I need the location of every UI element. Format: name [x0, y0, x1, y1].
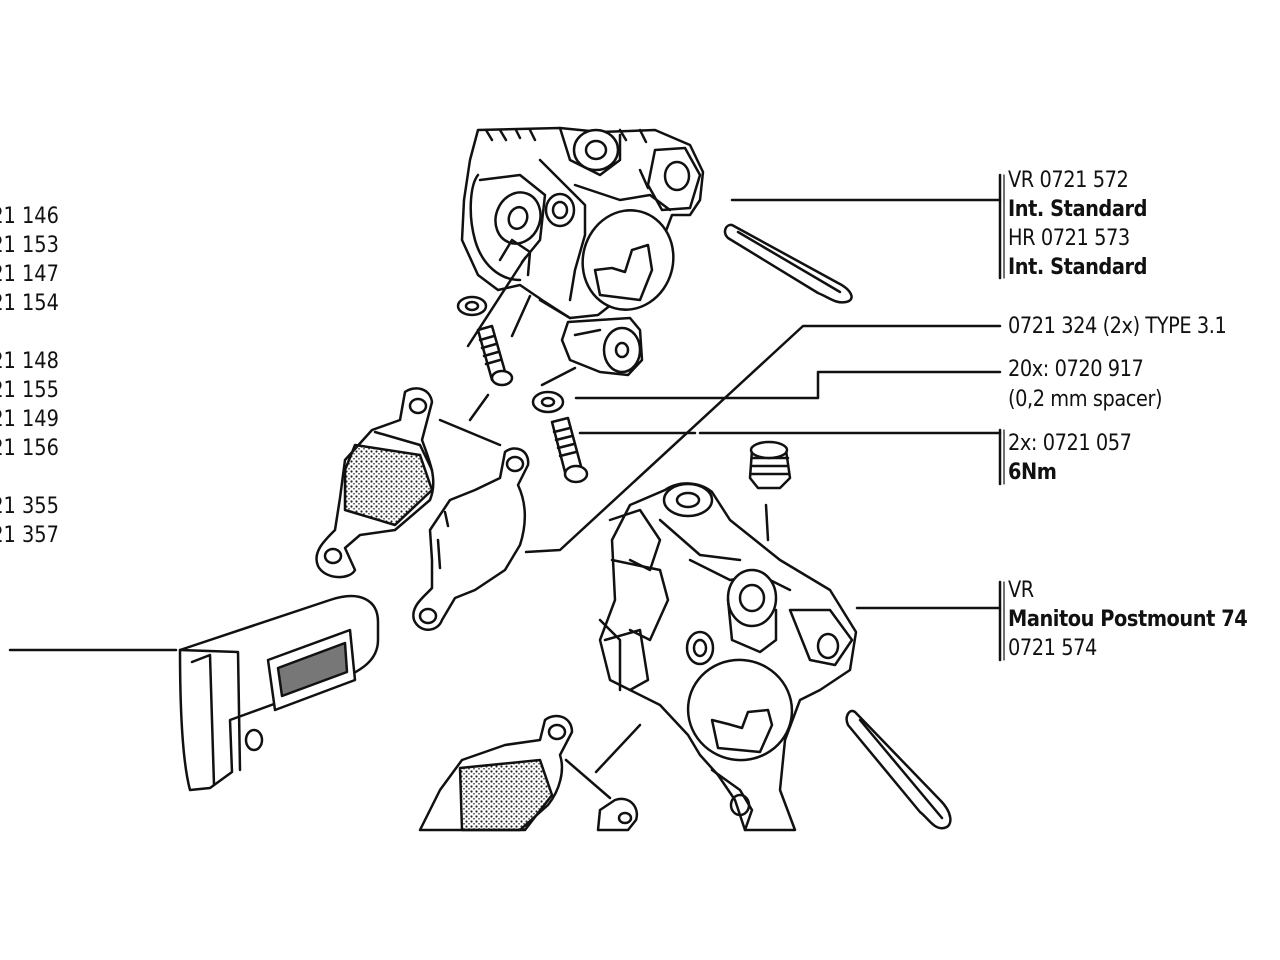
- bolt-part-number: 2x: 0721 057: [1008, 431, 1132, 456]
- left-code: 21 153: [0, 233, 59, 258]
- spacer-part-number: 20x: 0720 917: [1008, 357, 1144, 382]
- part-number-rear: HR 0721 573: [1008, 226, 1130, 251]
- bleed-nipple: [748, 440, 792, 542]
- left-code: 21 357: [0, 523, 59, 548]
- mount-type-rear: Int. Standard: [1008, 255, 1147, 280]
- brake-pad-1: [315, 387, 435, 579]
- manitou-mount-type: Manitou Postmount 74: [1008, 607, 1248, 632]
- cotter-pin-lower: [845, 709, 952, 830]
- left-code: 21 155: [0, 378, 59, 403]
- washer-bolt-left: [456, 295, 514, 387]
- bolt-torque: 6Nm: [1008, 460, 1057, 485]
- left-code: 21 156: [0, 436, 59, 461]
- cotter-pin-upper: [723, 223, 853, 304]
- leader-lines: [8, 173, 1005, 662]
- left-code: 21 154: [0, 291, 59, 316]
- left-code: 21 149: [0, 407, 59, 432]
- pad-spring-clip: [178, 594, 380, 792]
- callout-pin: 0721 324 (2x) TYPE 3.1: [1008, 314, 1227, 339]
- left-code: 21 355: [0, 494, 59, 519]
- spacer-description: (0,2 mm spacer): [1008, 387, 1163, 412]
- left-code: 21 148: [0, 349, 59, 374]
- brake-pad-3: [418, 714, 642, 832]
- washer-bolt-right: [531, 390, 589, 484]
- mount-type-front: Int. Standard: [1008, 197, 1147, 222]
- part-number-front: VR 0721 572: [1008, 168, 1129, 193]
- left-code: 21 146: [0, 204, 59, 229]
- lower-caliper: [598, 482, 858, 832]
- manitou-position: VR: [1008, 578, 1034, 603]
- brake-pad-2: [412, 447, 530, 631]
- upper-caliper: [460, 126, 705, 377]
- left-code: 21 147: [0, 262, 59, 287]
- manitou-part-number: 0721 574: [1008, 636, 1097, 661]
